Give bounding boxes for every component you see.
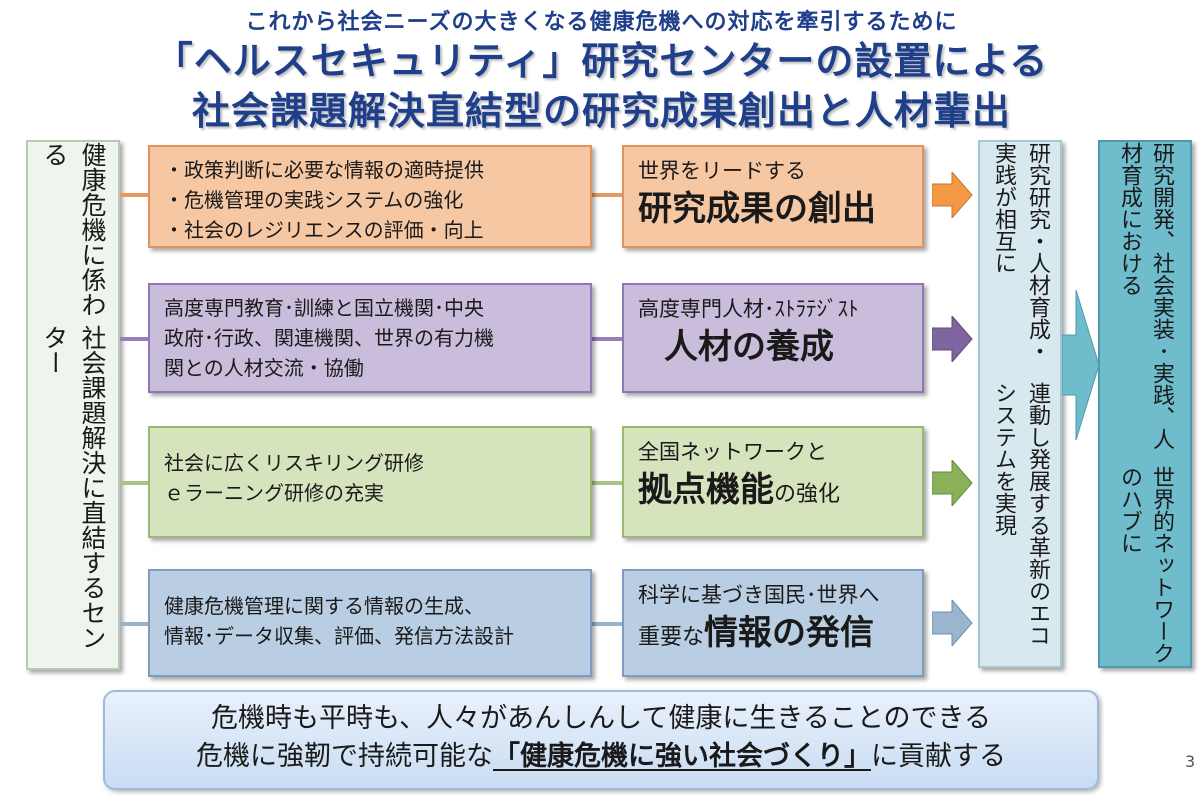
output-box-research: 世界をリードする 研究成果の創出 — [622, 145, 924, 248]
input-box-training: 社会に広くリスキリング研修 ｅラーニング研修の充実 — [148, 426, 592, 538]
ecosystem-line1: 研究研究・人材育成・実践が相互に — [991, 142, 1050, 362]
hub-line2: 世界的ネットワークのハブに — [1117, 465, 1174, 664]
big-arrow-right-icon — [1062, 290, 1100, 440]
goal-emphasis: 「健康危機に強い社会づくり」 — [493, 741, 871, 772]
output-subtext: 全国ネットワークと — [638, 440, 827, 464]
input-line: 社会に広くリスキリング研修 — [164, 451, 424, 475]
goal-statement-box: 危機時も平時も、人々があんしんして健康に生きることのできる 危機に強靭で持続可能… — [103, 690, 1099, 790]
page-number: 3 — [1185, 752, 1196, 771]
input-box-research: ・政策判断に必要な情報の適時提供 ・危機管理の実践システムの強化 ・社会のレジリ… — [148, 145, 592, 248]
input-line: 健康危機管理に関する情報の生成、 — [164, 594, 484, 618]
output-subtext: 科学に基づき国民･世界へ — [638, 583, 880, 607]
output-subtext: 高度専門人材･ｽﾄﾗﾃｼﾞｽﾄ — [638, 297, 859, 321]
center-mission-box: 健康危機に係わる 社会課題解決に直結するセンター — [26, 140, 120, 670]
input-line: 政府･行政、関連機関、世界の有力機 — [164, 326, 494, 350]
output-prefix: 重要な — [638, 625, 705, 650]
center-mission-line2: 社会課題解決に直結するセンター — [40, 324, 107, 650]
output-box-network: 全国ネットワークと 拠点機能の強化 — [622, 426, 924, 538]
ecosystem-line2: 連動し発展する革新のエコシステムを実現 — [991, 381, 1050, 646]
output-heading: 研究成果の創出 — [638, 189, 876, 229]
goal-line2-pre: 危機に強靭で持続可能な — [196, 741, 493, 772]
output-heading: 情報の発信 — [704, 613, 875, 653]
ecosystem-box: 研究研究・人材育成・実践が相互に 連動し発展する革新のエコシステムを実現 — [978, 140, 1062, 668]
goal-line2: 危機に強靭で持続可能な「健康危機に強い社会づくり」に貢献する — [105, 738, 1097, 776]
center-mission-line1: 健康危機に係わる — [40, 142, 107, 317]
arrow-right-icon — [932, 172, 973, 218]
input-line: ・危機管理の実践システムの強化 — [164, 188, 464, 212]
arrow-right-icon — [932, 460, 973, 506]
input-line: 高度専門教育･訓練と国立機関･中央 — [164, 296, 484, 320]
output-suffix: の強化 — [774, 482, 841, 507]
hub-box: 研究開発、社会実装･実践、人材育成における 世界的ネットワークのハブに — [1098, 140, 1192, 668]
input-line: 情報･データ収集、評価、発信方法設計 — [164, 624, 514, 648]
header-subtitle: これから社会ニーズの大きくなる健康危機への対応を牽引するために — [245, 10, 958, 35]
goal-line2-post: に貢献する — [871, 741, 1006, 772]
arrow-right-icon — [932, 600, 973, 646]
input-box-information: 健康危機管理に関する情報の生成、 情報･データ収集、評価、発信方法設計 — [148, 569, 592, 677]
hub-line1: 研究開発、社会実装･実践、人材育成における — [1117, 142, 1174, 450]
arrow-right-icon — [932, 316, 973, 362]
page-title-line1: 「ヘルスセキュリティ」研究センターの設置による — [154, 39, 1049, 83]
goal-line1: 危機時も平時も、人々があんしんして健康に生きることのできる — [210, 703, 992, 734]
input-line: ・社会のレジリエンスの評価・向上 — [164, 218, 484, 242]
input-line: ・政策判断に必要な情報の適時提供 — [164, 158, 484, 182]
output-box-information: 科学に基づき国民･世界へ 重要な情報の発信 — [622, 569, 924, 677]
input-line: ｅラーニング研修の充実 — [164, 481, 384, 505]
output-subtext: 世界をリードする — [638, 159, 806, 183]
output-heading: 人材の養成 — [664, 327, 834, 367]
output-heading: 拠点機能 — [638, 470, 774, 510]
input-box-talent: 高度専門教育･訓練と国立機関･中央 政府･行政、関連機関、世界の有力機 関との人… — [148, 283, 592, 393]
output-box-talent: 高度専門人材･ｽﾄﾗﾃｼﾞｽﾄ 人材の養成 — [622, 283, 924, 393]
input-line: 関との人材交流・協働 — [164, 356, 364, 380]
page-title-line2: 社会課題解決直結型の研究成果創出と人材輩出 — [191, 89, 1011, 133]
